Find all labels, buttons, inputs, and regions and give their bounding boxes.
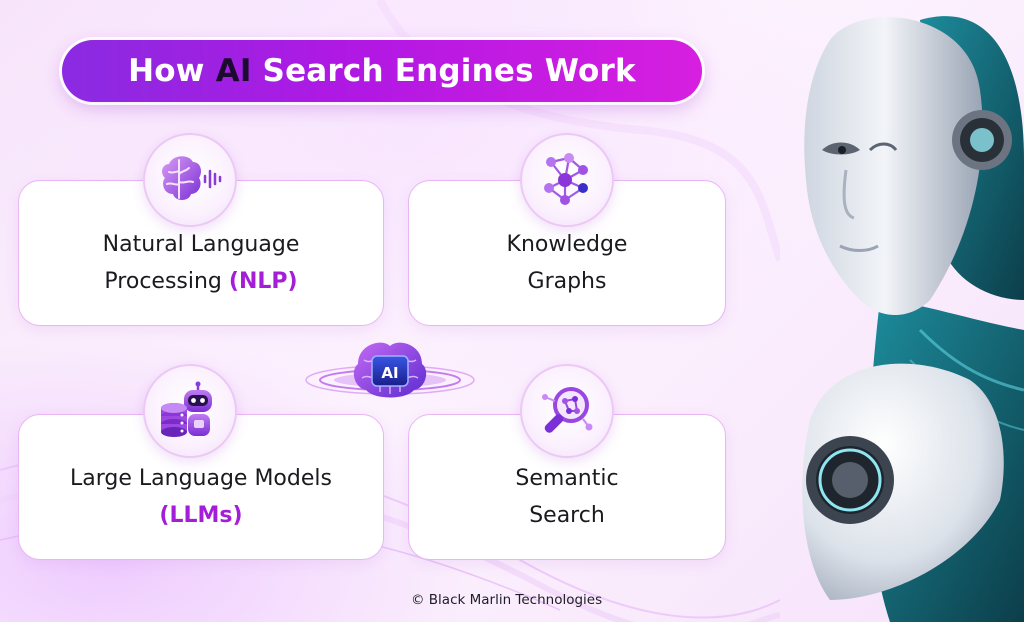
title-banner: How AI Search Engines Work (62, 40, 702, 102)
card-kg-line2: Graphs (527, 269, 607, 294)
ai-brain-chip-icon: AI (305, 342, 475, 398)
network-nodes-icon (520, 133, 614, 227)
brain-waves-icon (143, 133, 237, 227)
page-title: How AI Search Engines Work (128, 53, 636, 89)
title-highlight: AI (215, 53, 252, 89)
card-kg-line1: Knowledge (506, 232, 628, 257)
robot-illustration (802, 16, 1024, 622)
card-llm-line1: Large Language Models (70, 466, 332, 491)
card-llm-line2: (LLMs) (159, 503, 243, 528)
card-nlp: Natural Language Processing (NLP) (18, 180, 384, 326)
card-nlp-line2: Processing (NLP) (104, 269, 298, 294)
magnifier-nodes-icon (520, 364, 614, 458)
copyright-text: © Black Marlin Technologies (411, 592, 603, 608)
card-nlp-line1: Natural Language (102, 232, 300, 257)
ai-emblem-label: AI (381, 364, 398, 382)
robot-database-icon (143, 364, 237, 458)
card-ss-line2: Search (529, 503, 605, 528)
card-ss-line1: Semantic (515, 466, 619, 491)
